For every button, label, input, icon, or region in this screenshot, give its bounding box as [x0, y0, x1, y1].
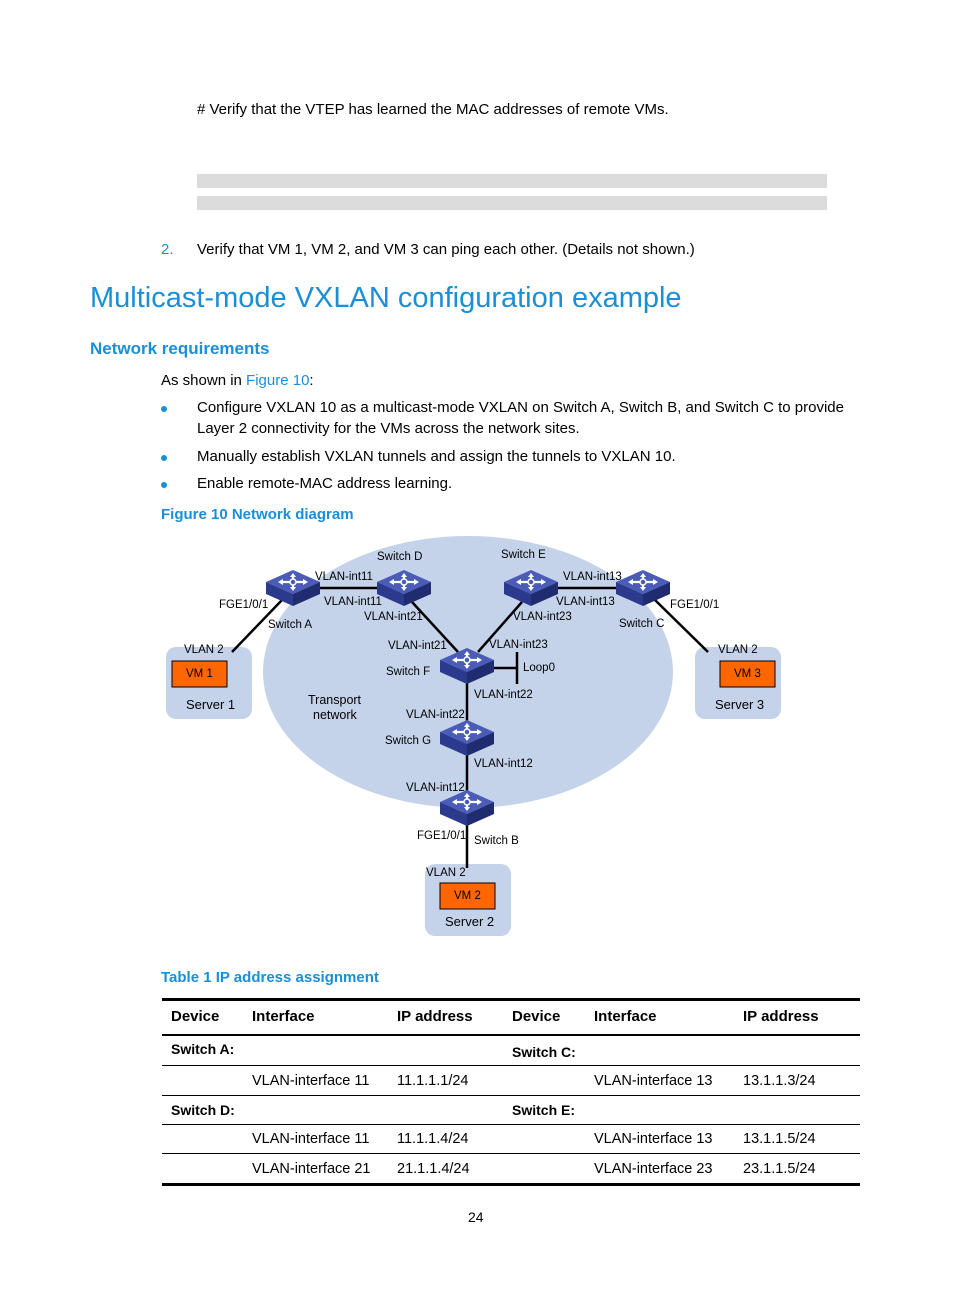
as-shown-text: As shown in Figure 10:: [161, 372, 314, 389]
col-header: Interface: [252, 1008, 315, 1025]
vlan2-label: VLAN 2: [184, 644, 224, 656]
vlan-int23-label: VLAN-int23: [489, 639, 548, 651]
cell: 21.1.1.4/24: [397, 1161, 470, 1177]
vlan-int13-label: VLAN-int13: [563, 571, 622, 583]
vm-1-box: [171, 660, 228, 688]
vlan-int13-label: VLAN-int13: [556, 596, 615, 608]
vlan-int22-label: VLAN-int22: [406, 709, 465, 721]
code-block-bar: [197, 174, 827, 188]
cell: Switch D:: [171, 1102, 235, 1118]
cell: 13.1.1.5/24: [743, 1131, 816, 1147]
intro-line: # Verify that the VTEP has learned the M…: [197, 101, 669, 118]
vm-2-box: [439, 882, 496, 910]
figure-link[interactable]: Figure 10: [246, 372, 310, 389]
switch-c-label: Switch C: [619, 618, 664, 630]
cell: VLAN-interface 23: [594, 1161, 713, 1177]
vlan-int23-label: VLAN-int23: [513, 611, 572, 623]
switch-e-label: Switch E: [501, 549, 546, 561]
cell: VLAN-interface 21: [252, 1161, 371, 1177]
bullet-text: Configure VXLAN 10 as a multicast-mode V…: [197, 399, 844, 416]
table-header-rule: [162, 1034, 860, 1036]
cell: 11.1.1.1/24: [397, 1073, 469, 1089]
cell: VLAN-interface 13: [594, 1131, 713, 1147]
cell: 11.1.1.4/24: [397, 1131, 469, 1147]
switch-g-label: Switch G: [385, 735, 431, 747]
step-text: Verify that VM 1, VM 2, and VM 3 can pin…: [197, 241, 695, 258]
cell: VLAN-interface 11: [252, 1131, 370, 1147]
vlan2-label: VLAN 2: [718, 644, 758, 656]
vlan-int22-label: VLAN-int22: [474, 689, 533, 701]
col-header: IP address: [397, 1008, 473, 1025]
switch-d-label: Switch D: [377, 551, 422, 563]
figure-caption: Figure 10 Network diagram: [161, 506, 354, 523]
vlan-int11-label: VLAN-int11: [324, 596, 382, 608]
code-block-bar: [197, 196, 827, 210]
row-rule: [162, 1153, 860, 1154]
vm-3-label: VM 3: [734, 668, 761, 680]
col-header: Device: [512, 1008, 561, 1025]
bullet-text: Enable remote-MAC address learning.: [197, 475, 453, 492]
bullet-text: Manually establish VXLAN tunnels and ass…: [197, 448, 676, 465]
col-header: Interface: [594, 1008, 657, 1025]
vlan-int21-label: VLAN-int21: [364, 611, 423, 623]
cell: 13.1.1.3/24: [743, 1073, 816, 1089]
transport-label: Transport: [308, 693, 362, 707]
switch-a-label: Switch A: [268, 619, 312, 631]
loop0-label: Loop0: [523, 662, 555, 674]
vlan-int12-label: VLAN-int12: [406, 782, 465, 794]
table-bottom-rule: [162, 1183, 860, 1186]
cell: Switch C:: [512, 1044, 576, 1060]
row-rule: [162, 1124, 860, 1125]
fge-label: FGE1/0/1: [219, 599, 268, 611]
as-shown-prefix: As shown in: [161, 372, 247, 389]
server-1-label: Server 1: [186, 697, 235, 712]
table-top-rule: [162, 998, 860, 1001]
as-shown-suffix: :: [309, 372, 314, 389]
col-header: Device: [171, 1008, 220, 1025]
vm-2-label: VM 2: [454, 890, 481, 902]
switch-f-label: Switch F: [386, 666, 430, 678]
cell: VLAN-interface 11: [252, 1073, 370, 1089]
subsection-title: Network requirements: [90, 339, 270, 358]
fge-label: FGE1/0/1: [417, 830, 466, 842]
bullet-dot: [161, 482, 167, 488]
vlan-int11-label: VLAN-int11: [315, 571, 373, 583]
cell: Switch A:: [171, 1041, 235, 1057]
bullet-dot: [161, 455, 167, 461]
server-2-label: Server 2: [445, 914, 494, 929]
switch-b-label: Switch B: [474, 835, 519, 847]
section-title: Multicast-mode VXLAN configuration examp…: [90, 282, 682, 314]
vm-1-label: VM 1: [186, 668, 213, 680]
server-3-label: Server 3: [715, 697, 764, 712]
vlan-int12-label: VLAN-int12: [474, 758, 533, 770]
bullet-dot: [161, 406, 167, 412]
cell: Switch E:: [512, 1102, 576, 1118]
row-rule: [162, 1065, 860, 1066]
transport-label: network: [313, 708, 358, 722]
fge-label: FGE1/0/1: [670, 599, 719, 611]
page-number: 24: [468, 1209, 484, 1225]
col-header: IP address: [743, 1008, 819, 1025]
cell: VLAN-interface 13: [594, 1073, 713, 1089]
row-rule: [162, 1095, 860, 1096]
step-number: 2.: [161, 241, 174, 258]
vlan2-label: VLAN 2: [426, 867, 466, 879]
table-caption: Table 1 IP address assignment: [161, 969, 379, 986]
bullet-text: Layer 2 connectivity for the VMs across …: [197, 420, 580, 437]
vlan-int21-label: VLAN-int21: [388, 640, 447, 652]
links: [231, 586, 709, 868]
vm-3-box: [719, 660, 776, 688]
cell: 23.1.1.5/24: [743, 1161, 816, 1177]
